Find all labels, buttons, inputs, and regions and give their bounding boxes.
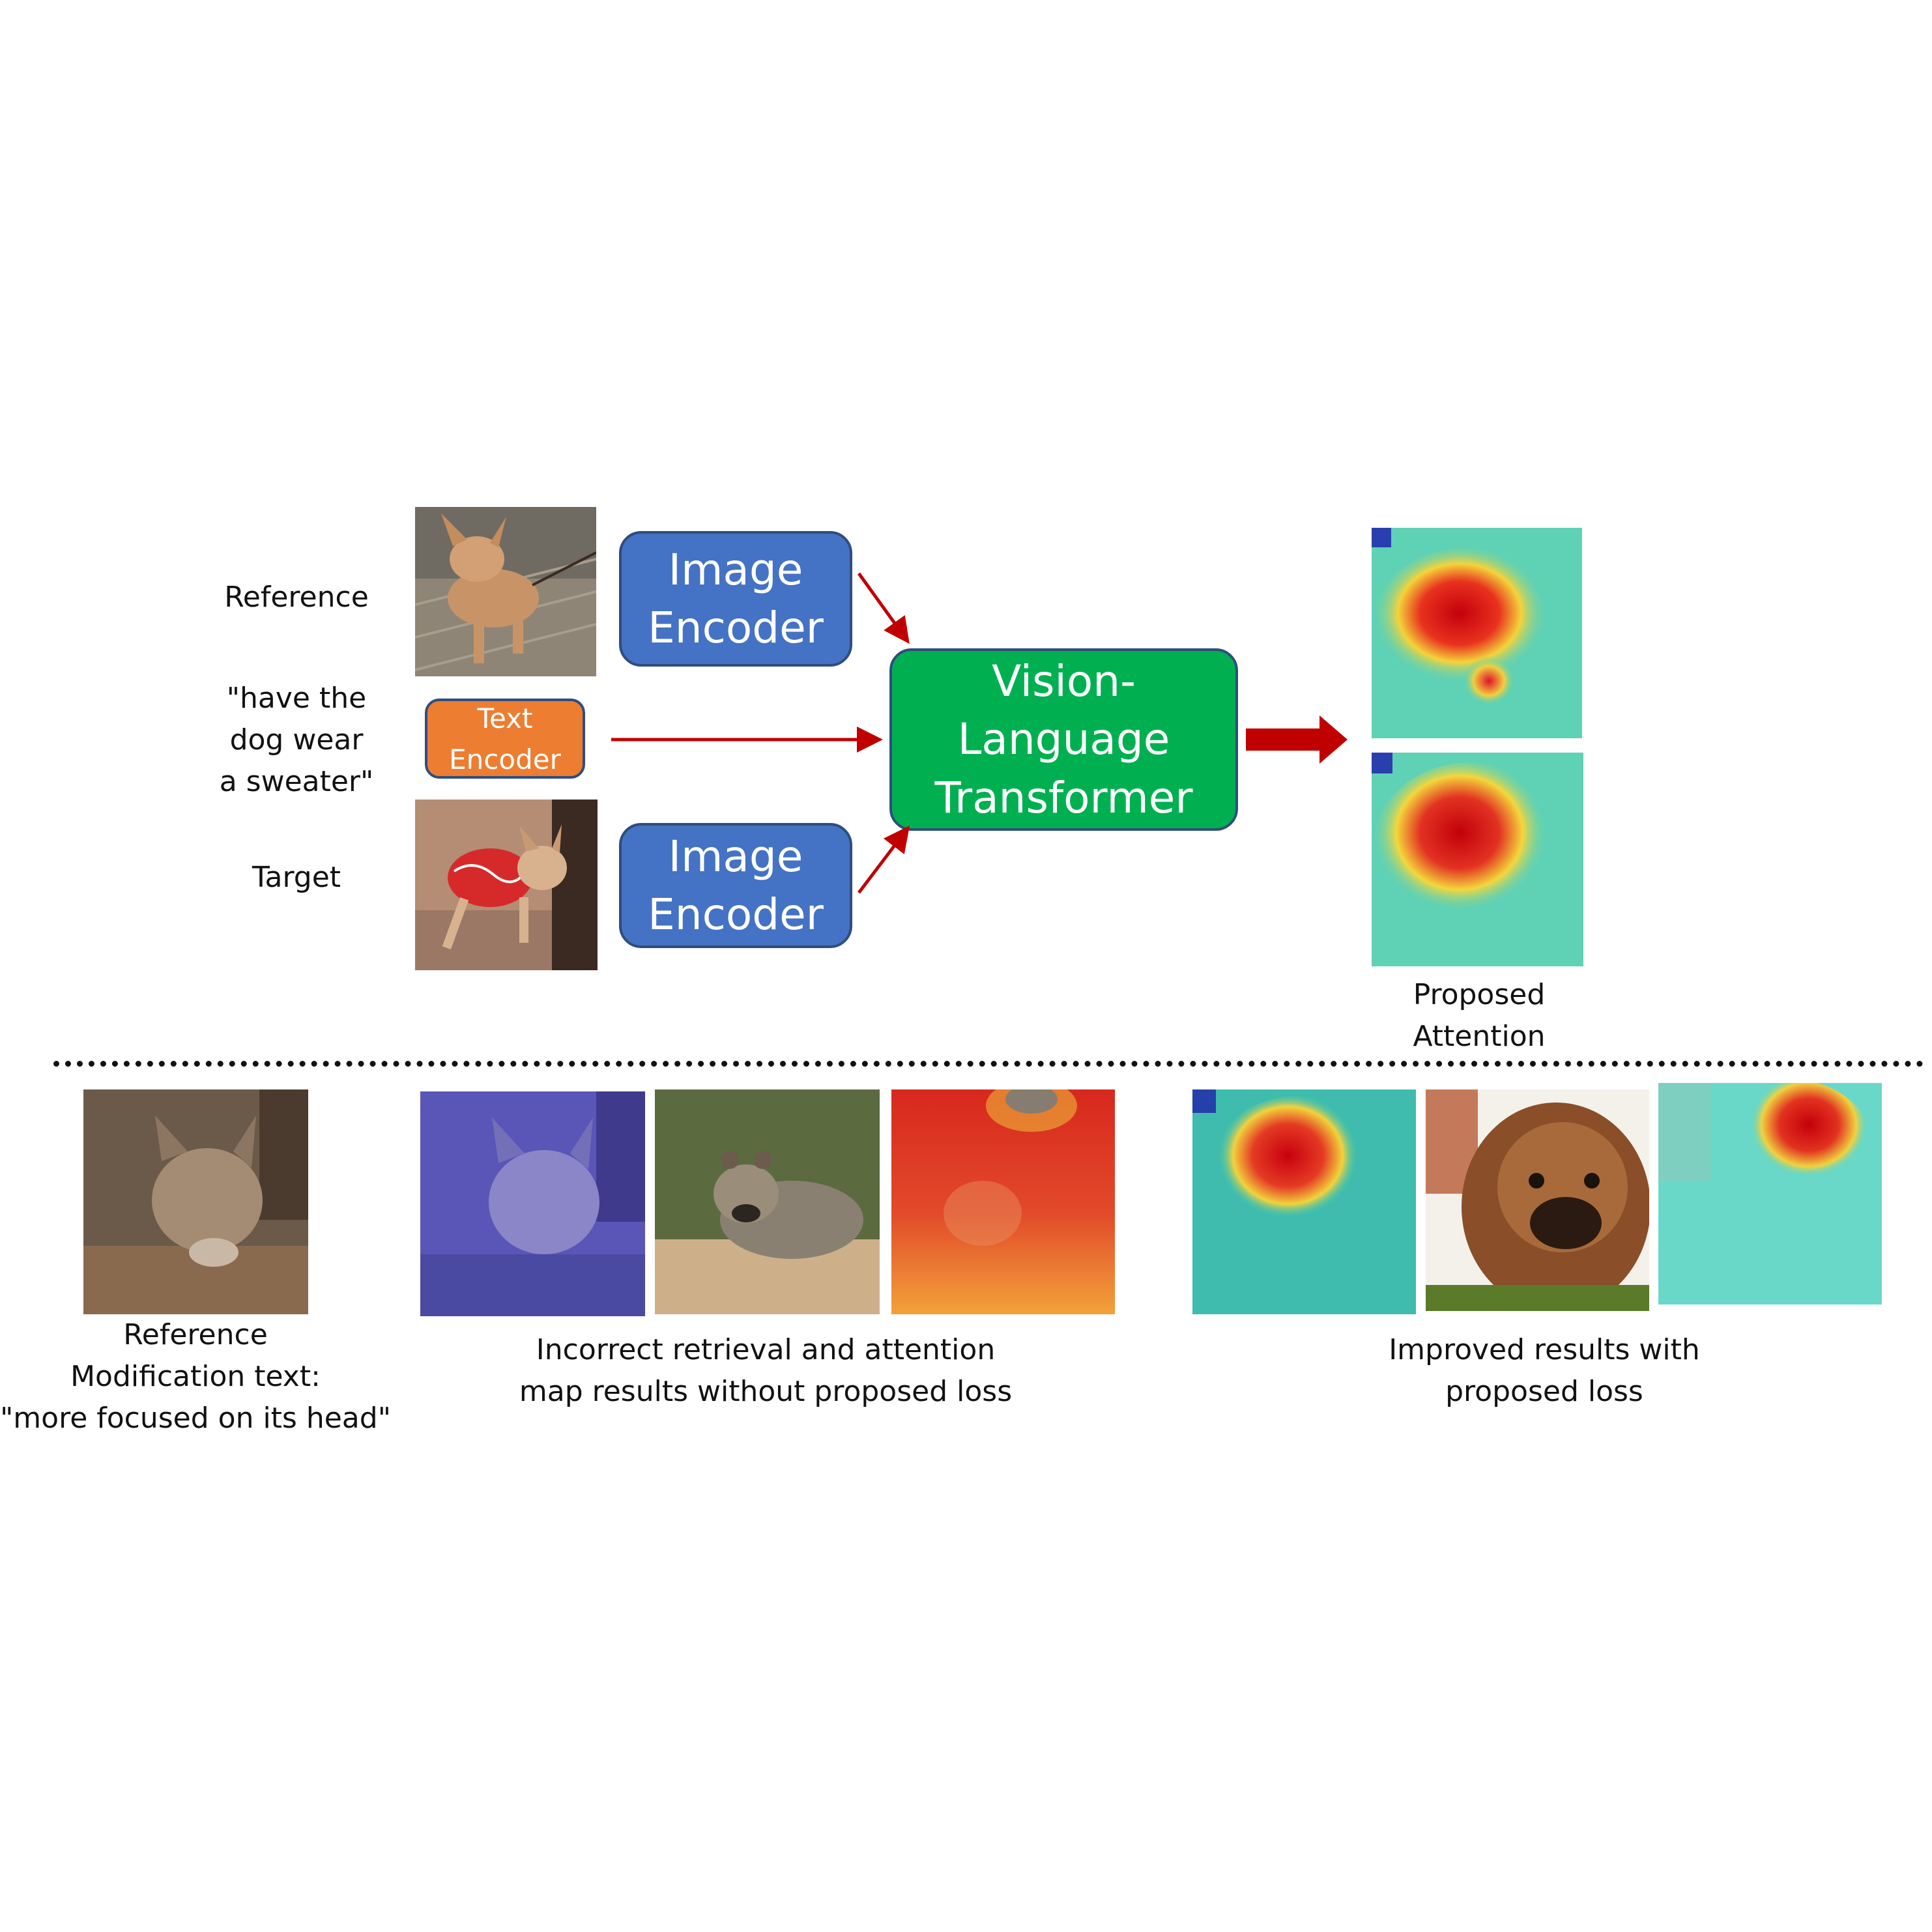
improved-attention-reference (1192, 1089, 1416, 1314)
incorrect-caption-line-1: Incorrect retrieval and attention (536, 1333, 996, 1366)
target-label: Target (252, 861, 341, 894)
attention-map-reference (1372, 528, 1582, 738)
image-encoder-top: Image Encoder (619, 531, 852, 667)
reference-dog-photo (415, 507, 596, 676)
image-encoder-top-line-1: Image (668, 544, 803, 595)
improved-attention-dog (1658, 1083, 1882, 1305)
arrow-transformer-to-attention (1246, 715, 1348, 764)
modification-line-2: dog wear (229, 723, 364, 757)
attention-map-target (1372, 753, 1583, 966)
modification-line-1: "have the (226, 682, 367, 715)
bottom-reference-caption: Reference Modification text: "more focus… (0, 1314, 391, 1439)
text-encoder-line-1: Text (477, 702, 533, 734)
bottom-reference-line-2: Modification text: (70, 1359, 321, 1393)
image-encoder-bottom-line-1: Image (668, 831, 803, 882)
modification-line-3: a sweater" (219, 764, 374, 798)
improved-caption-line-1: Improved results with (1389, 1333, 1700, 1366)
bottom-reference-line-1: Reference (123, 1318, 268, 1351)
proposed-attention-line-2: Attention (1413, 1019, 1546, 1053)
text-encoder: Text Encoder (425, 699, 585, 779)
incorrect-retrieval-hyena (655, 1089, 880, 1314)
incorrect-attention-hyena (891, 1089, 1115, 1314)
improved-caption: Improved results with proposed loss (1349, 1329, 1740, 1413)
arrow-top-encoder-to-transformer (857, 572, 910, 644)
incorrect-caption-line-2: map results without proposed loss (519, 1374, 1013, 1408)
vision-language-transformer: Vision- Language Transformer (889, 648, 1238, 831)
image-encoder-bottom: Image Encoder (619, 823, 852, 948)
proposed-attention-caption: Proposed Attention (1375, 974, 1583, 1058)
image-encoder-bottom-line-2: Encoder (648, 889, 824, 940)
transformer-line-1: Vision- (992, 656, 1136, 707)
incorrect-caption: Incorrect retrieval and attention map re… (495, 1329, 1036, 1413)
section-divider (53, 1061, 1924, 1067)
reference-label: Reference (224, 581, 369, 614)
image-encoder-top-line-2: Encoder (648, 603, 824, 653)
transformer-line-2: Language (957, 714, 1170, 765)
improved-retrieval-dog (1426, 1089, 1649, 1311)
improved-caption-line-2: proposed loss (1445, 1374, 1643, 1408)
proposed-attention-line-1: Proposed (1413, 978, 1546, 1011)
target-dog-photo (415, 800, 598, 970)
bottom-reference-photo (83, 1089, 308, 1314)
bottom-reference-line-3: "more focused on its head" (0, 1401, 391, 1435)
text-encoder-line-2: Encoder (449, 743, 561, 775)
incorrect-attention-reference (420, 1091, 645, 1316)
arrow-bottom-encoder-to-transformer (858, 826, 910, 894)
transformer-line-3: Transformer (934, 772, 1193, 823)
modification-text-label: "have the dog wear a sweater" (202, 678, 391, 802)
